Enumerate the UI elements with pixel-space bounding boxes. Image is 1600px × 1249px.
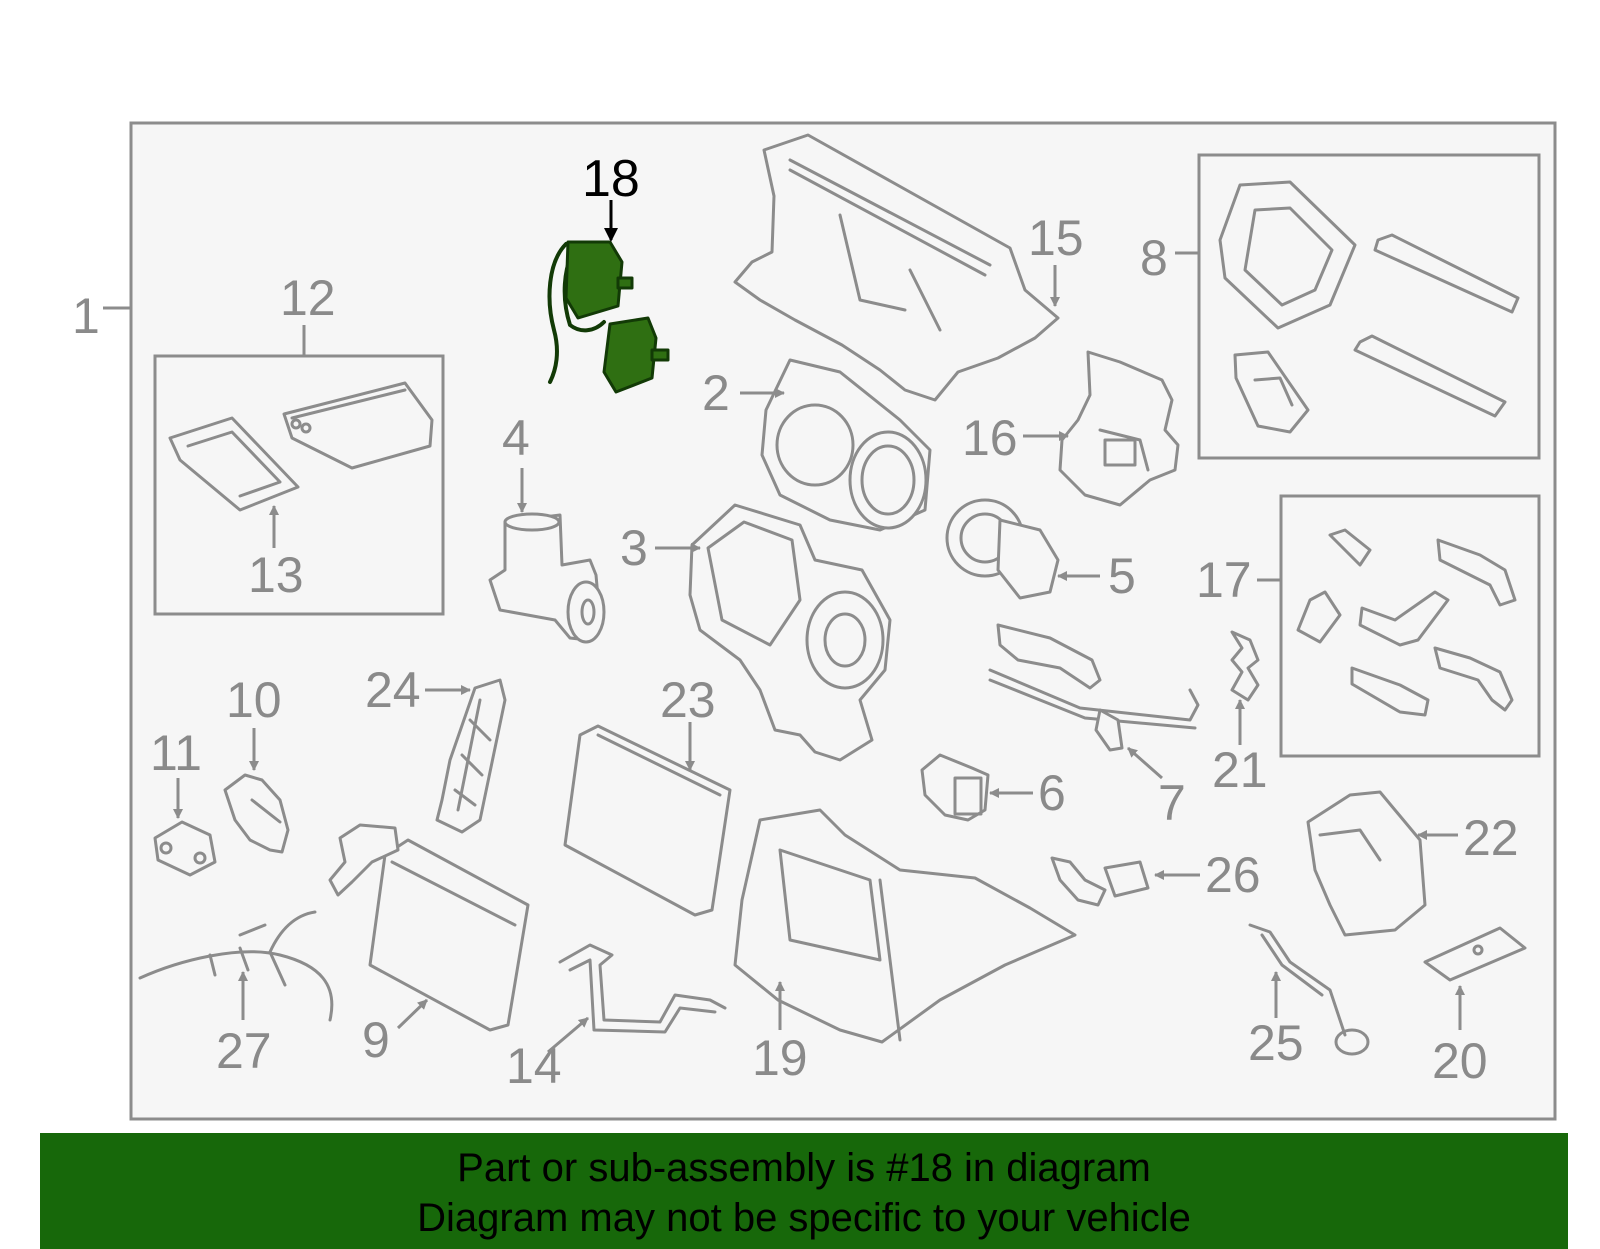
label-4: 4 — [502, 410, 530, 466]
part-19-lower-case[interactable] — [733, 808, 1077, 1044]
part-26-sensor[interactable] — [1050, 856, 1150, 907]
label-10: 10 — [226, 672, 282, 728]
part-23-heater-core[interactable] — [563, 724, 732, 917]
group-box-8 — [1197, 153, 1541, 460]
leader-7 — [1127, 746, 1163, 780]
part-12-cabin-filter[interactable] — [282, 381, 434, 470]
part-16-actuator[interactable] — [1058, 350, 1180, 507]
part-20-plate[interactable] — [1423, 926, 1527, 982]
banner-line-part-number: Part or sub-assembly is #18 in diagram — [457, 1146, 1151, 1190]
part-5-blower-motor[interactable] — [945, 498, 1060, 600]
label-8: 8 — [1140, 230, 1168, 286]
part-8-seals[interactable] — [1218, 180, 1520, 434]
label-12: 12 — [280, 270, 336, 326]
label-27: 27 — [216, 1023, 272, 1079]
part-18-actuators[interactable] — [547, 240, 670, 394]
label-25: 25 — [1248, 1015, 1304, 1071]
label-26: 26 — [1205, 847, 1261, 903]
label-21: 21 — [1212, 742, 1268, 798]
label-11: 11 — [150, 725, 202, 781]
part-21-clip[interactable] — [1230, 630, 1260, 702]
part-10-bracket[interactable] — [223, 773, 290, 854]
leader-9 — [396, 998, 429, 1030]
label-5: 5 — [1108, 548, 1136, 604]
group-box-17 — [1279, 494, 1541, 758]
label-17: 17 — [1196, 552, 1252, 608]
part-7-lever-cable[interactable] — [988, 623, 1200, 752]
label-23: 23 — [660, 672, 716, 728]
part-2-blower-housing[interactable] — [760, 358, 932, 532]
label-24: 24 — [365, 662, 421, 718]
label-22: 22 — [1463, 810, 1519, 866]
label-7: 7 — [1158, 775, 1186, 831]
label-13: 13 — [248, 547, 304, 603]
part-27-wire-harness[interactable] — [138, 910, 334, 1022]
part-24-seal[interactable] — [435, 678, 507, 834]
part-22-duct[interactable] — [1306, 790, 1427, 937]
label-20: 20 — [1432, 1033, 1488, 1089]
part-13-filter-cover[interactable] — [168, 416, 300, 512]
label-19: 19 — [752, 1030, 808, 1086]
info-banner: Part or sub-assembly is #18 in diagram D… — [40, 1133, 1568, 1249]
part-3-lower-housing[interactable] — [688, 503, 892, 762]
part-15-upper-housing[interactable] — [733, 133, 1060, 402]
banner-line-disclaimer: Diagram may not be specific to your vehi… — [417, 1196, 1191, 1240]
label-2: 2 — [702, 365, 730, 421]
part-17-sensors[interactable] — [1296, 528, 1517, 717]
label-16: 16 — [962, 410, 1018, 466]
label-18: 18 — [582, 150, 640, 208]
leader-14 — [547, 1016, 589, 1054]
label-9: 9 — [362, 1012, 390, 1068]
label-15: 15 — [1028, 210, 1084, 266]
label-1: 1 — [72, 288, 100, 344]
label-3: 3 — [620, 520, 648, 576]
part-25-drain-tube[interactable] — [1248, 923, 1370, 1056]
part-11-expansion-valve[interactable] — [153, 820, 217, 877]
part-6-resistor[interactable] — [920, 753, 990, 822]
part-9-evaporator[interactable] — [328, 823, 530, 1032]
label-6: 6 — [1038, 765, 1066, 821]
part-14-tubes[interactable] — [558, 943, 727, 1034]
group-box-12 — [153, 354, 445, 616]
part-4-valve[interactable] — [488, 512, 606, 644]
